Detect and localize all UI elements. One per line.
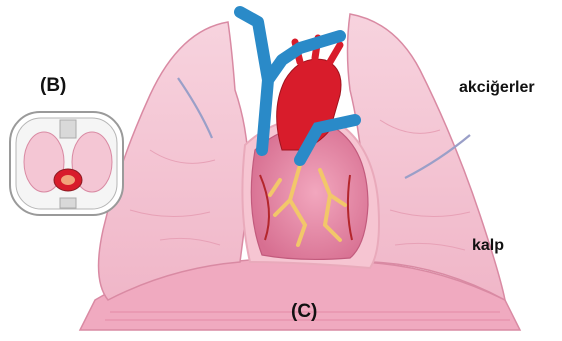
heart-label: kalp (472, 237, 504, 255)
inset-thorax-diagram (10, 112, 123, 215)
main-view-label: (C) (291, 301, 317, 323)
inset-label: (B) (40, 75, 66, 97)
lungs-label: akciğerler (459, 79, 535, 97)
